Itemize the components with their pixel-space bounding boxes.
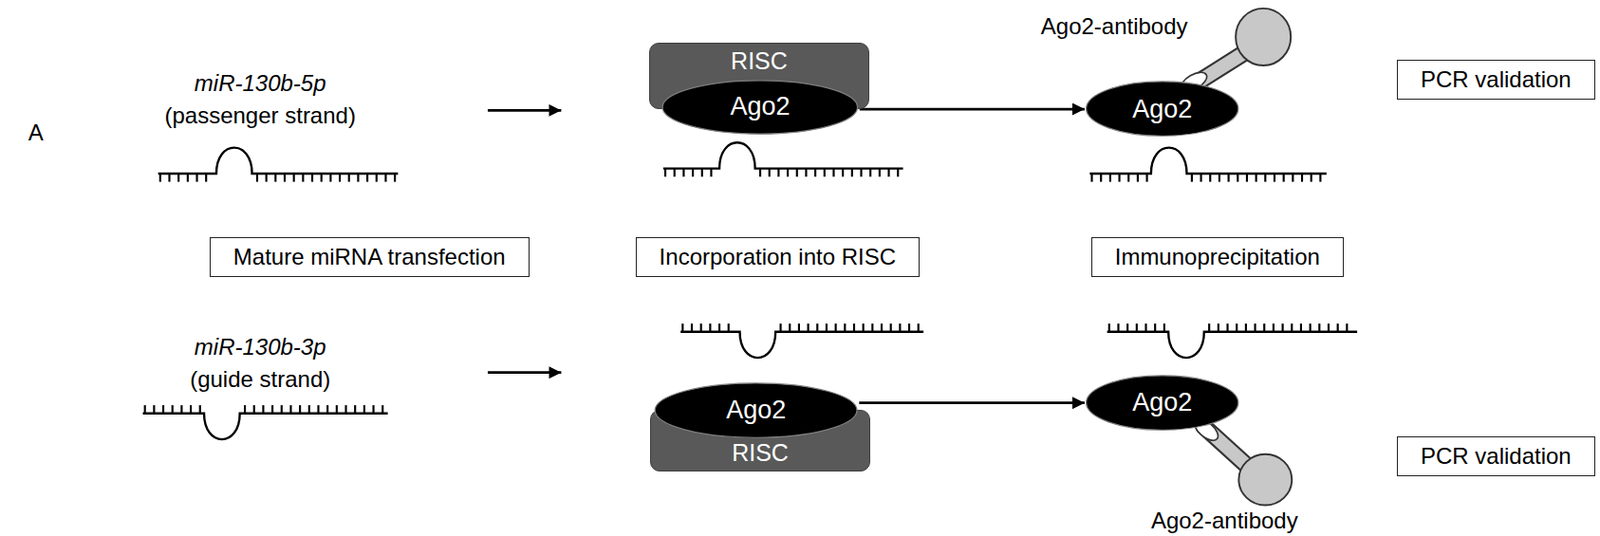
panel-letter: A	[28, 119, 44, 147]
mirna-name: miR-130b-3p	[194, 334, 327, 361]
result-box: PCR validation	[1396, 59, 1596, 100]
strand-type: (guide strand)	[189, 366, 331, 393]
ago2-protein: Ago2	[1084, 374, 1240, 431]
flow-arrow	[859, 108, 1085, 112]
rna-duplex	[680, 323, 924, 358]
rna-duplex	[1089, 148, 1326, 183]
rna-duplex	[158, 148, 399, 183]
antibody-symbol	[1177, 8, 1291, 95]
node-text: PCR validation	[1420, 66, 1572, 94]
step-box: Incorporation into RISC	[635, 237, 920, 278]
mirna-name: miR-130b-5p	[194, 70, 327, 97]
node-text: Ago2	[725, 395, 786, 426]
node-text: Immunoprecipitation	[1115, 243, 1321, 271]
result-box: PCR validation	[1396, 436, 1596, 477]
rna-duplex	[143, 405, 389, 440]
antibody-label: Ago2-antibody	[1151, 507, 1299, 535]
ago2-protein: Ago2	[660, 79, 860, 135]
step-box: Mature miRNA transfection	[209, 237, 530, 278]
strand-type: (passenger strand)	[164, 102, 355, 130]
node-text: Ago2	[1132, 94, 1192, 125]
node-text: RISC	[730, 47, 788, 75]
flow-arrow	[858, 401, 1085, 405]
rna-duplex	[663, 142, 904, 177]
node-text: Mature miRNA transfection	[233, 243, 506, 271]
ago2-protein: Ago2	[652, 382, 859, 439]
node-text: Ago2	[730, 92, 791, 122]
process-arrow	[487, 371, 561, 374]
antibody-symbol	[1190, 414, 1293, 505]
step-box: Immunoprecipitation	[1091, 237, 1344, 278]
node-text: RISC	[731, 439, 789, 467]
rna-duplex	[1107, 323, 1358, 358]
node-text: PCR validation	[1420, 443, 1572, 470]
node-text: Ago2	[1132, 388, 1192, 418]
antibody-label: Ago2-antibody	[1041, 13, 1189, 40]
node-text: Incorporation into RISC	[659, 243, 896, 271]
ago2-protein: Ago2	[1084, 80, 1240, 137]
rna-duplex-group	[143, 142, 1359, 440]
process-arrow	[487, 109, 561, 112]
